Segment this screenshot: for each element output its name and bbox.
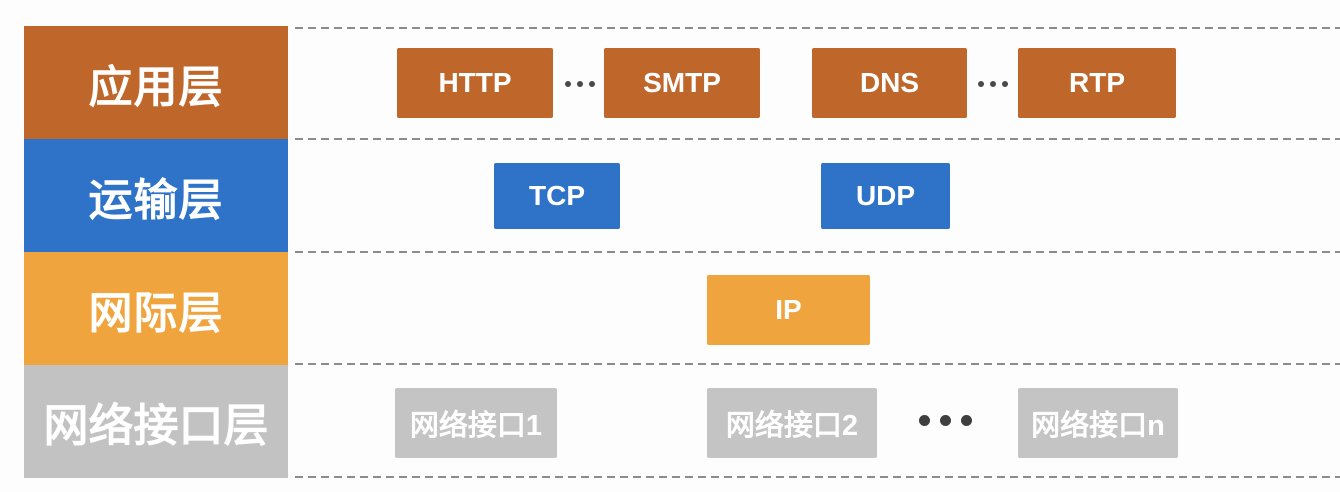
row-divider-line-top [295,27,1340,29]
protocol-box-dns: DNS [812,48,967,118]
ellipsis-dots-icon [562,81,598,87]
protocol-box-smtp: SMTP [604,48,760,118]
ellipsis-dots-icon [975,81,1011,87]
protocol-box-ip: IP [707,275,870,345]
layer-block-transport: 运输层 [24,139,288,252]
protocol-box-tcp: TCP [494,163,620,229]
protocol-box-udp: UDP [821,163,950,229]
row-divider-line-application-transport [295,138,1340,140]
network-interface-box-1: 网络接口1 [395,388,557,458]
network-interface-box-2: 网络接口2 [707,388,877,458]
layer-block-application: 应用层 [24,26,288,139]
layer-block-network-interface: 网络接口层 [24,365,288,478]
row-divider-line-transport-internet [295,251,1340,253]
row-divider-line-internet-network [295,363,1340,365]
row-divider-line-bottom [295,476,1340,478]
ellipsis-dots-icon [914,415,977,426]
protocol-box-rtp: RTP [1018,48,1176,118]
protocol-box-http: HTTP [397,48,553,118]
layer-block-internet: 网际层 [24,252,288,365]
network-interface-box-n: 网络接口n [1018,388,1178,458]
